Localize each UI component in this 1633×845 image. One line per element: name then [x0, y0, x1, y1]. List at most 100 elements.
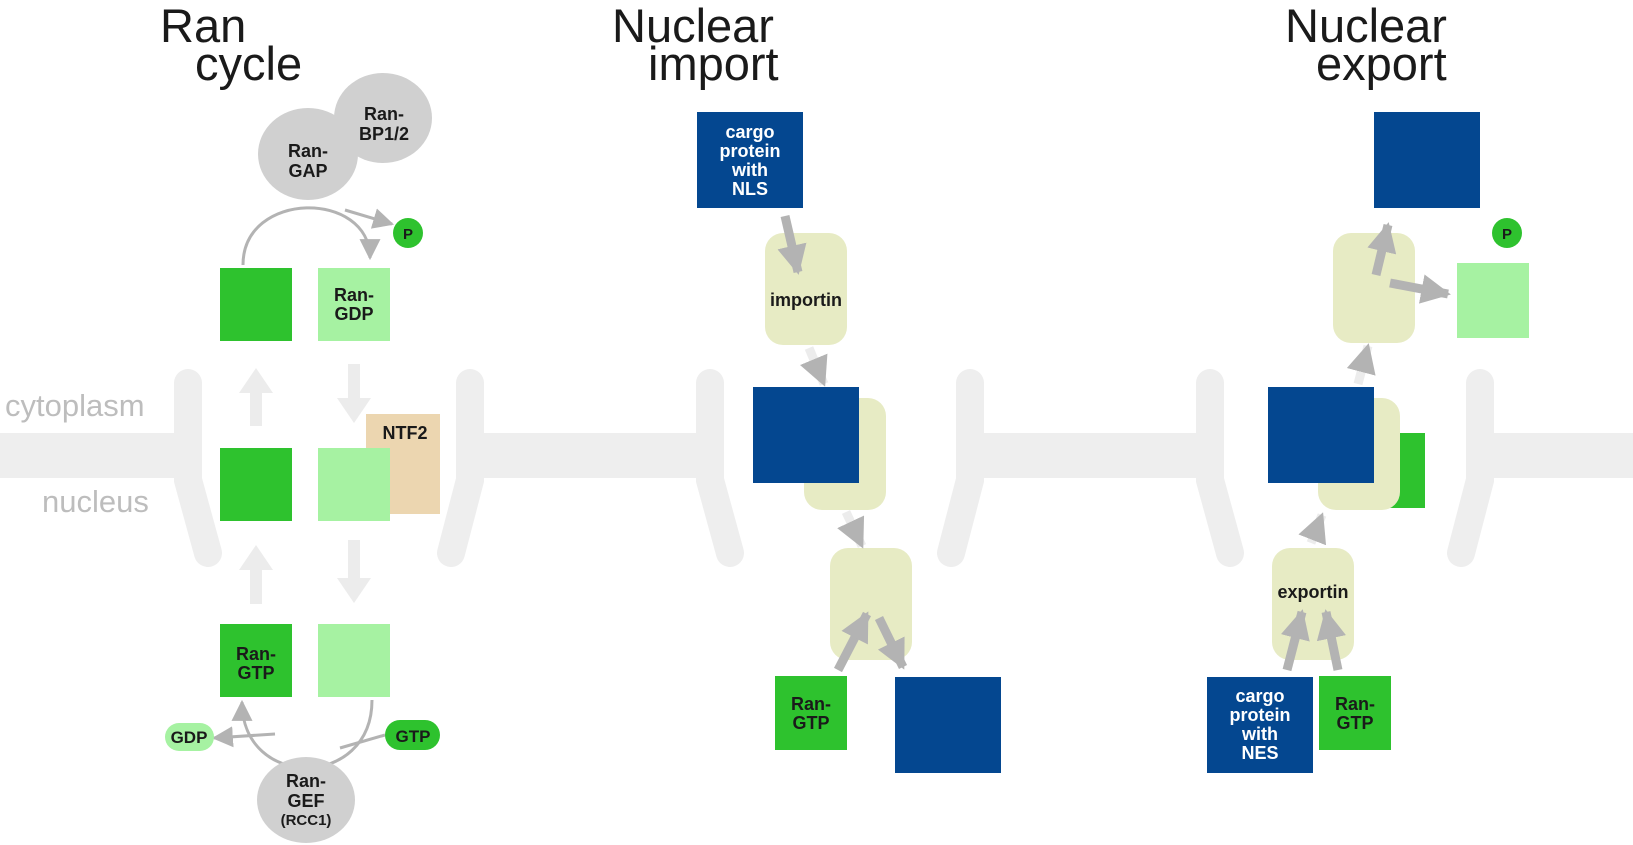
nls-cargo-label-2: protein: [720, 141, 781, 161]
ran-cycle-panel: Ran- BP1/2 Ran- GAP P Ran- GDP NTF2 Ran-…: [165, 73, 440, 843]
importin-label: importin: [770, 290, 842, 310]
ran-gtp-binding-arrow: [834, 611, 871, 673]
ran-gdp-square-nucleus: [318, 624, 390, 697]
nuclear-import-panel: cargo protein with NLS importin Ran- GTP: [697, 112, 1001, 773]
svg-text:Ran: Ran: [160, 0, 246, 52]
export-ran-gtp-label-2: GTP: [1336, 713, 1373, 733]
svg-text:import: import: [648, 37, 779, 90]
nuclear-import-title: Nuclear import: [612, 0, 779, 90]
down-block-arrow: [337, 364, 371, 423]
nes-cargo-label-2: protein: [1230, 705, 1291, 725]
nuclear-pore-wall: [696, 369, 744, 567]
gdp-label: GDP: [171, 728, 208, 747]
ranbp-label-1: Ran-: [364, 104, 404, 124]
nuclear-pore-wall: [1447, 369, 1494, 567]
gdp-pill: [165, 723, 214, 751]
export-phosphate-label: P: [1502, 226, 1512, 243]
gtp-pill: [385, 720, 440, 750]
rangef-label-2: GEF: [287, 791, 324, 811]
nes-cargo-box: [1207, 677, 1313, 773]
import-arrow: [800, 346, 829, 387]
nuclear-export-title: Nuclear export: [1285, 0, 1447, 90]
gtp-bind-line: [339, 733, 386, 750]
import-ran-gtp-square: [775, 676, 847, 750]
import-ran-gtp-label-2: GTP: [792, 713, 829, 733]
exportin-cytoplasm: [1333, 233, 1415, 343]
ran-gtp-square-cytoplasm: [220, 268, 292, 341]
nucleus-label: nucleus: [42, 484, 149, 519]
export-ran-gtp-square: [1319, 676, 1391, 750]
ran-gdp-release-arrow: [1389, 274, 1451, 304]
nes-cargo-label-1: cargo: [1235, 686, 1284, 706]
rangef-label-1: Ran-: [286, 771, 326, 791]
svg-text:cycle: cycle: [195, 37, 302, 90]
cargo-release-arrow: [1367, 222, 1397, 277]
rangef-ellipse: [257, 757, 355, 843]
nuclear-pore-wall: [437, 369, 484, 567]
phosphate-arrow: [344, 208, 395, 229]
cargo-release-arrow: [874, 616, 908, 670]
cargo-binding-arrow: [1280, 609, 1310, 672]
export-ran-gtp-label-1: Ran-: [1335, 694, 1375, 714]
nls-cargo-label-3: with: [731, 160, 768, 180]
released-ran-gdp: [1457, 263, 1529, 338]
nls-cargo-in-pore: [753, 387, 859, 483]
nes-cargo-in-pore: [1268, 387, 1374, 483]
up-block-arrow: [239, 368, 273, 426]
nuclear-pore-wall: [937, 369, 984, 567]
export-arrow: [1346, 343, 1376, 386]
phosphate-badge: [393, 218, 423, 248]
rangap-label-2: GAP: [288, 161, 327, 181]
ran-gtp-label-2: GTP: [237, 663, 274, 683]
ran-gtp-square-nucleus: [220, 624, 292, 697]
exportin-nucleus: [1272, 548, 1354, 660]
export-arrow: [1298, 512, 1327, 546]
ntf2-label: NTF2: [383, 423, 428, 443]
gtp-label: GTP: [396, 727, 431, 746]
nls-cargo-label-4: NLS: [732, 179, 768, 199]
rangap-ellipse: [258, 108, 358, 200]
ranbp-label-2: BP1/2: [359, 124, 409, 144]
membrane-segment: [970, 433, 1210, 478]
svg-text:export: export: [1316, 37, 1447, 90]
exportin-label: exportin: [1277, 582, 1348, 602]
nes-cargo-label-4: NES: [1241, 743, 1278, 763]
rangap-label-1: Ran-: [288, 141, 328, 161]
nes-cargo-label-3: with: [1241, 724, 1278, 744]
import-ran-gtp-label-1: Ran-: [791, 694, 831, 714]
nuclear-pore-wall: [174, 369, 222, 567]
nuclear-envelope: [0, 369, 1633, 567]
ran-gdp-square-cytoplasm: [318, 268, 390, 341]
phosphate-label: P: [403, 226, 413, 243]
ran-gtp-square-pore: [220, 448, 292, 521]
gap-arc-arrow: [241, 206, 381, 266]
ran-gtp-binding-arrow: [1316, 609, 1346, 671]
svg-text:Nuclear: Nuclear: [612, 0, 774, 52]
ran-gdp-label-2: GDP: [334, 304, 373, 324]
nls-cargo-box: [697, 112, 803, 208]
import-arrow: [777, 214, 807, 275]
up-block-arrow: [239, 545, 273, 604]
importin-shape: [765, 233, 847, 345]
ran-gdp-square-pore: [318, 448, 390, 521]
membrane-segment: [1480, 433, 1633, 478]
ran-gtp-label-1: Ran-: [236, 644, 276, 664]
svg-text:Nuclear: Nuclear: [1285, 0, 1447, 52]
nuclear-pore-wall: [1196, 369, 1244, 567]
rangef-label-3: (RCC1): [281, 812, 332, 829]
released-cargo-box: [895, 677, 1001, 773]
cytoplasm-label: cytoplasm: [5, 388, 145, 423]
membrane-segment: [470, 433, 710, 478]
ran-gdp-label-1: Ran-: [334, 285, 374, 305]
membrane-segment: [0, 433, 188, 478]
down-block-arrow: [337, 540, 371, 603]
import-arrow: [837, 510, 867, 549]
importin-in-nucleus: [830, 548, 912, 660]
nls-cargo-label-1: cargo: [725, 122, 774, 142]
export-phosphate-badge: [1492, 218, 1522, 248]
nuclear-export-panel: P exportin cargo protein with NES Ran- G…: [1207, 112, 1529, 773]
ran-cycle-title: Ran cycle: [160, 0, 302, 90]
exported-cargo-box: [1374, 112, 1480, 208]
gdp-release-arrow: [211, 726, 276, 748]
